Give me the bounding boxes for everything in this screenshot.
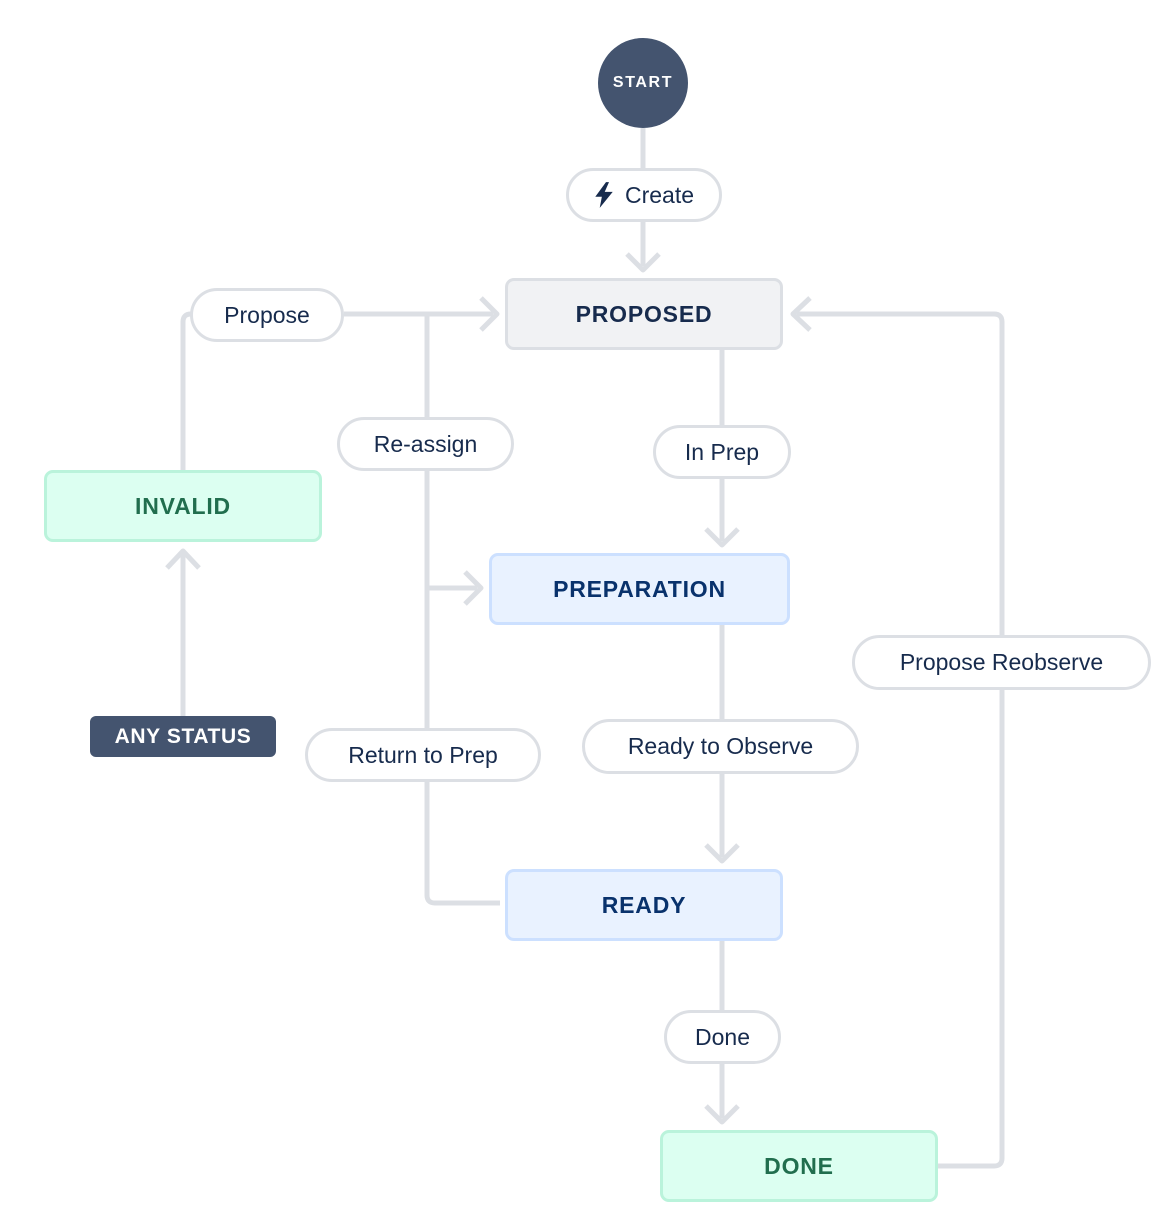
transition-propose[interactable]: Propose <box>190 288 344 342</box>
transition-label: Create <box>624 181 695 208</box>
arrowhead-up-invalid <box>165 548 201 570</box>
edge-re-assign <box>424 314 500 906</box>
status-label: READY <box>601 891 687 918</box>
transition-done[interactable]: Done <box>664 1010 781 1064</box>
status-ready[interactable]: READY <box>505 869 783 941</box>
transition-create[interactable]: Create <box>566 168 722 222</box>
transition-return-to-prep[interactable]: Return to Prep <box>305 728 541 782</box>
status-label: DONE <box>764 1152 834 1179</box>
edge-any-status-invalid <box>165 548 201 716</box>
edge-return-to-prep <box>427 570 484 606</box>
arrowhead-down-done <box>704 1104 740 1125</box>
arrowhead-down-ready <box>704 843 740 864</box>
start-node: START <box>598 38 688 128</box>
transition-propose-reobserve[interactable]: Propose Reobserve <box>852 635 1151 690</box>
status-proposed[interactable]: PROPOSED <box>505 278 783 350</box>
lightning-bolt-icon <box>594 182 614 208</box>
status-label: PROPOSED <box>575 300 713 327</box>
transition-label: Return to Prep <box>348 741 498 768</box>
status-label: INVALID <box>135 492 231 519</box>
edge-propose-reobserve <box>790 296 1005 1169</box>
arrowhead-right-proposed <box>479 296 500 332</box>
status-label: PREPARATION <box>553 575 726 602</box>
transition-in-prep[interactable]: In Prep <box>653 425 791 479</box>
transition-label: Done <box>695 1023 750 1050</box>
transition-label: Ready to Observe <box>627 733 814 759</box>
status-done[interactable]: DONE <box>660 1130 938 1202</box>
transition-ready-to-observe[interactable]: Ready to Observe <box>582 719 859 774</box>
transition-label: Propose Reobserve <box>899 649 1104 675</box>
transition-re-assign[interactable]: Re-assign <box>337 417 514 471</box>
status-preparation[interactable]: PREPARATION <box>489 553 790 625</box>
arrowhead-down-proposed <box>625 252 661 273</box>
status-invalid[interactable]: INVALID <box>44 470 322 542</box>
arrowhead-down-preparation <box>704 527 740 548</box>
arrowhead-left-proposed <box>790 296 812 332</box>
any-status-node: ANY STATUS <box>90 716 276 757</box>
arrowhead-right-preparation <box>463 570 484 606</box>
transition-label: Re-assign <box>373 430 478 457</box>
transition-label: Propose <box>224 301 310 328</box>
transition-label: In Prep <box>684 438 760 465</box>
any-status-label: ANY STATUS <box>114 724 252 748</box>
start-label: START <box>612 74 674 91</box>
